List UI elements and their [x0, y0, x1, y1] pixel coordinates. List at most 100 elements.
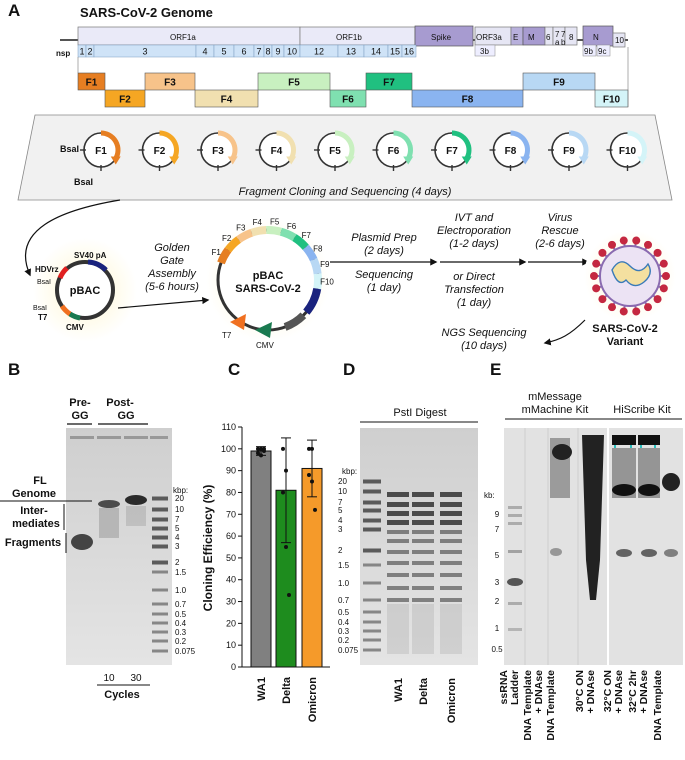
- nsp-label-10: 10: [287, 47, 297, 57]
- 32c-on-band: [612, 484, 636, 496]
- lane-e-label-2-0: DNA Template: [545, 670, 557, 741]
- point-Omicron-3: [307, 446, 311, 451]
- fragment-F2-box: [104, 89, 146, 108]
- digest-band-0-10: [387, 598, 409, 602]
- fragment-F5-box: [257, 72, 331, 91]
- virus-spike-head-6: [608, 303, 616, 312]
- y-tick-label-110: 110: [222, 422, 236, 432]
- panel-d: D PstI Digest kbp: 2010754321.51.00.70.5…: [338, 360, 478, 723]
- fragment-F7-box: [365, 72, 413, 91]
- sequencing-1: Sequencing: [355, 269, 414, 281]
- orf8-box: [564, 26, 578, 46]
- plasmid-prep-1: Plasmid Prep: [351, 232, 416, 244]
- virus-spike-head-11: [598, 248, 607, 257]
- orf7a-num: 7: [555, 30, 560, 39]
- ladder-band-20: [363, 479, 381, 484]
- plasmid-F4-label: F4: [271, 146, 283, 157]
- pbac2-cmv-label: CMV: [256, 341, 274, 350]
- digest-band-2-1: [440, 502, 462, 507]
- digest-lane-label-Omicron: Omicron: [446, 678, 458, 724]
- digest-band-1-2: [412, 511, 434, 516]
- plasmid-F8-label: F8: [505, 146, 517, 157]
- y-tick-label-30: 30: [226, 597, 236, 607]
- digest-band-1-1: [412, 502, 434, 507]
- digest-band-1-4: [412, 530, 434, 534]
- virus-spike-head-12: [608, 240, 616, 249]
- hdvrz-segment: [57, 266, 69, 280]
- ladder-b: [152, 496, 168, 653]
- spike-box: [414, 25, 474, 47]
- ring-segment-F8: [302, 244, 318, 262]
- nsp-label-7: 7: [256, 47, 261, 57]
- pbac-label: pBAC: [70, 285, 101, 297]
- orf3a-label: ORF3a: [476, 33, 502, 42]
- lane-e-label-6-0: DNA Template: [652, 670, 664, 741]
- ring-segment-F3: [236, 228, 254, 243]
- ladder-band-0.5: [152, 612, 168, 616]
- digest-band-0-2: [387, 511, 409, 516]
- y-axis-label: Cloning Efficiency (%): [201, 485, 215, 612]
- rescue-3: (2-6 days): [535, 238, 585, 250]
- plasmid-F6-label: F6: [388, 146, 400, 157]
- ladder-e-label-9: 9: [495, 510, 500, 519]
- plasmid-F10-insert: [627, 130, 647, 160]
- digest-band-0-3: [387, 520, 409, 525]
- orf7b-letter: b: [561, 38, 566, 47]
- plasmid-F3-label: F3: [212, 146, 224, 157]
- y-tick-label-0: 0: [231, 662, 236, 672]
- 32c-on-cyan-left: [614, 445, 616, 448]
- orf3b-box: [474, 44, 496, 57]
- ring-segment-F7: [292, 234, 309, 250]
- pst-digest-title: PstI Digest: [393, 407, 446, 419]
- digest-lane-label-Delta: Delta: [418, 677, 430, 705]
- ladder-label-0.3: 0.3: [338, 627, 350, 636]
- ladder-label-2: 2: [338, 546, 343, 555]
- point-Delta-3: [281, 490, 285, 495]
- point-Delta-2: [287, 593, 291, 597]
- pre-gg-label-1: Pre-: [69, 397, 91, 409]
- plasmid-F10-arrowhead: [637, 156, 648, 165]
- point-WA1-0: [256, 451, 260, 456]
- 30c-smear: [582, 435, 604, 600]
- ladder-band-10: [152, 507, 168, 512]
- ring-label-F7: F7: [302, 231, 312, 240]
- nsp-label-5: 5: [221, 47, 226, 57]
- 32c-2hr-cyan-right: [654, 445, 656, 448]
- ivt-1: IVT and: [455, 212, 494, 224]
- post-gg-label-1: Post-: [106, 397, 134, 409]
- plasmid-F6-insert: [393, 130, 413, 160]
- y-tick-label-40: 40: [226, 575, 236, 585]
- ladder-label-1.5: 1.5: [175, 568, 187, 577]
- virus-spike-head-8: [592, 284, 601, 293]
- virus-spike-head-3: [644, 303, 652, 312]
- well-b4: [150, 436, 168, 439]
- digest-band-0-5: [387, 539, 409, 543]
- fragment-F1-box: [77, 72, 106, 91]
- bsai-upper-label: BsaI: [37, 279, 51, 286]
- ladder-label-0.7: 0.7: [338, 596, 350, 605]
- e-label: E: [513, 33, 518, 42]
- hdvrz-label: HDVrz: [35, 265, 59, 274]
- ladder-label-0.075: 0.075: [175, 647, 196, 656]
- ladder-band-1.0: [363, 581, 381, 585]
- ladder-band-5: [363, 508, 381, 513]
- fragment-F4-box: [194, 89, 259, 108]
- digest-band-1-8: [412, 573, 434, 577]
- digest-band-0-0: [387, 492, 409, 497]
- 32c-2hr-top: [638, 435, 660, 445]
- kbp-label-d: kbp:: [342, 467, 357, 476]
- ring-label-F3: F3: [236, 224, 246, 233]
- y-tick-label-80: 80: [226, 487, 236, 497]
- ring-label-F9: F9: [320, 260, 330, 269]
- 32c-on-top: [612, 435, 636, 445]
- fragment-F8-label: F8: [462, 95, 474, 106]
- chart-c: Cloning Efficiency (%) 01020304050607080…: [201, 422, 330, 722]
- ring-segment-F10: [313, 273, 322, 290]
- plasmid-F3-arrowhead: [227, 156, 238, 165]
- fl-label-2: Genome: [12, 488, 56, 500]
- t7-segment: [59, 304, 72, 317]
- post10-intermediate-smear: [99, 508, 119, 538]
- fl-label-1: FL: [33, 475, 47, 487]
